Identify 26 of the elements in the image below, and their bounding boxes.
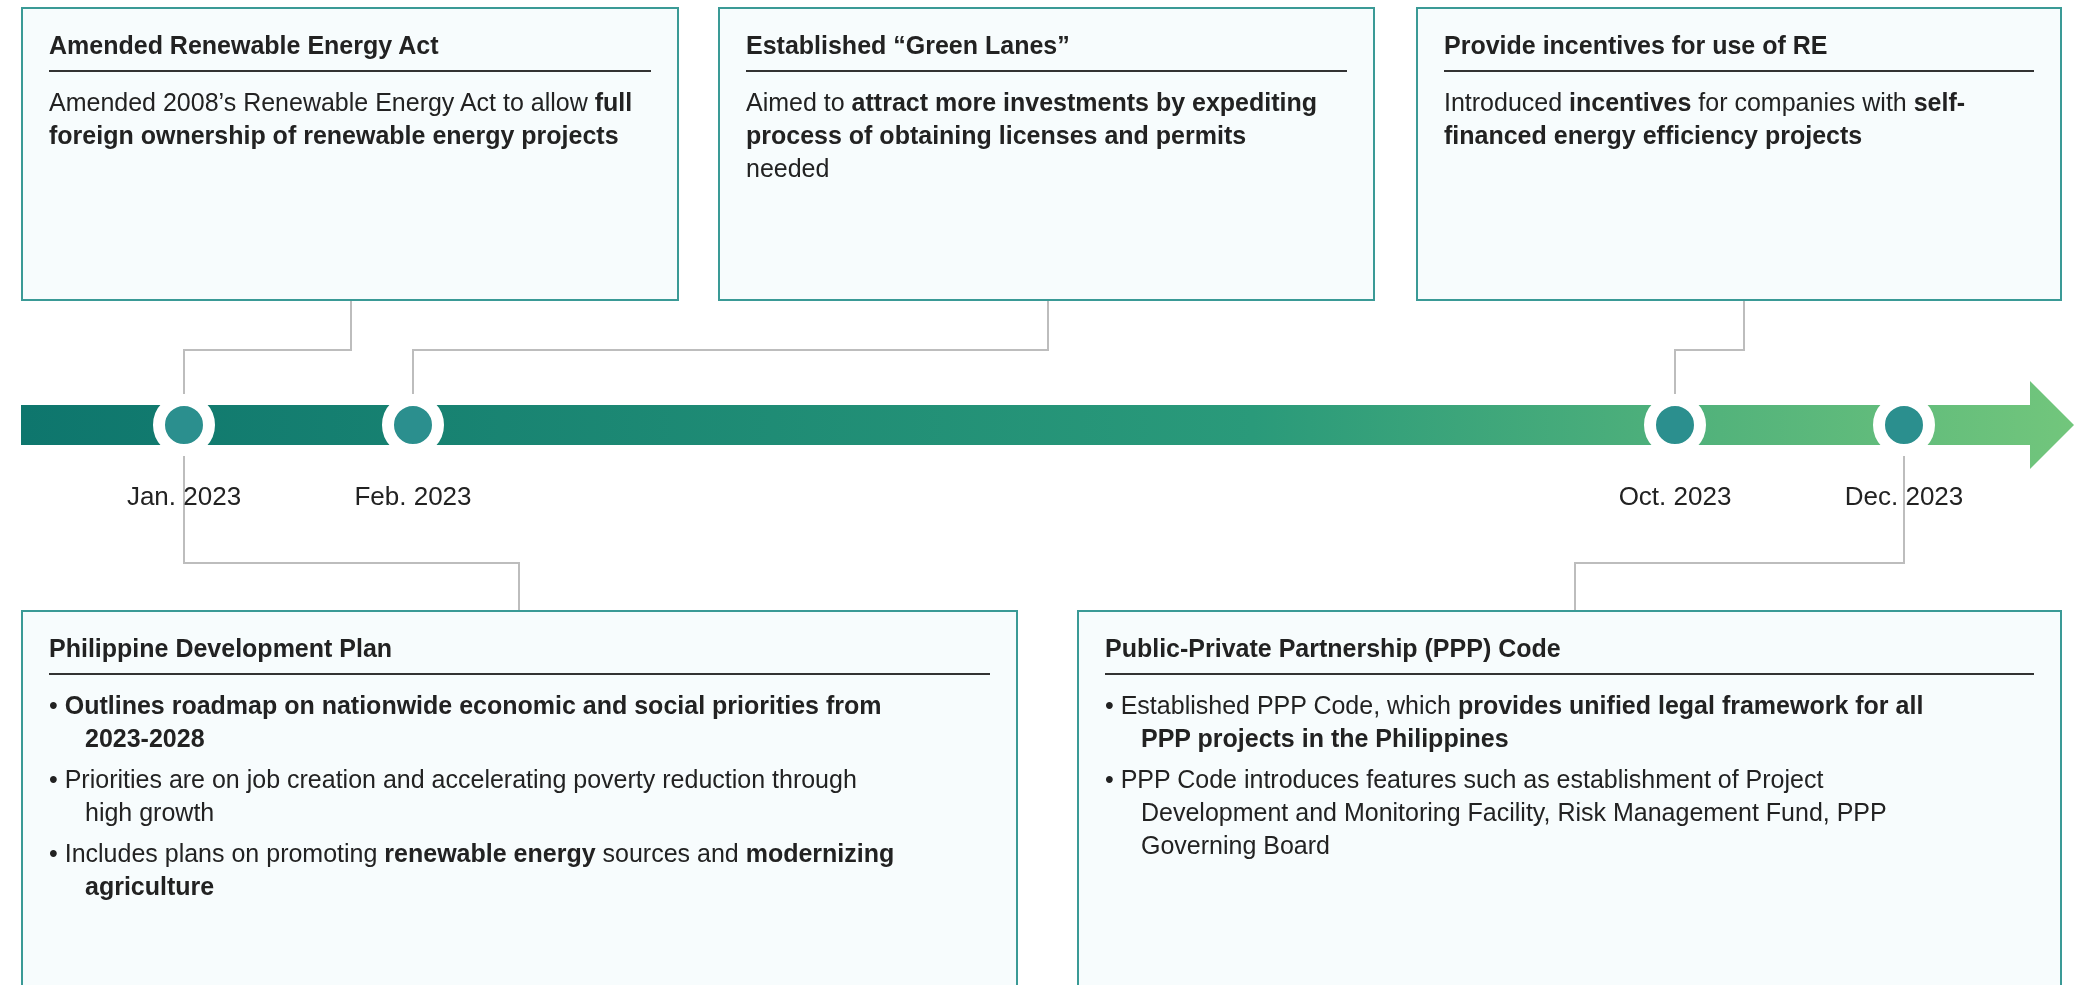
event-card [1077, 610, 2062, 985]
event-card [21, 7, 679, 301]
card-heading: Established “Green Lanes” [746, 31, 1347, 72]
bullet-item: • Established PPP Code, which provides unified legal framework for all PPP projects in the Philippines [1105, 690, 1925, 754]
leader-line [183, 300, 352, 395]
card-heading: Public-Private Partnership (PPP) Code [1105, 634, 2034, 675]
card-heading: Philippine Development Plan [49, 634, 990, 675]
event-card [1416, 7, 2062, 301]
leader-line [412, 300, 1049, 395]
date-label: Feb. 2023 [354, 481, 472, 512]
card-text: Introduced incentives for companies with self-financed energy efficiency projects [1444, 87, 1967, 151]
date-label: Jan. 2023 [126, 481, 242, 512]
event-card [718, 7, 1375, 301]
leader-line [1674, 300, 1745, 395]
bullet-item: • Includes plans on promoting renewable energy sources and modernizing agriculture [49, 838, 896, 902]
card-text: Amended 2008’s Renewable Energy Act to allow full foreign ownership of renewable energy projects [49, 87, 634, 151]
date-label: Dec. 2023 [1844, 481, 1964, 512]
leader-line [1574, 455, 1905, 611]
event-card [21, 610, 1018, 985]
leader-line [183, 455, 520, 611]
card-text: Aimed to attract more investments by expediting process of obtaining licenses and permits needed [746, 87, 1318, 184]
card-heading: Amended Renewable Energy Act [49, 31, 651, 72]
bullet-item: • Outlines roadmap on nationwide economic and social priorities from 2023-2028 [49, 690, 883, 754]
bullet-item: • PPP Code introduces features such as establishment of Project Development and Monitoring Facility, Risk Management Fund, PPP Governing Board [1105, 764, 1888, 861]
date-label: Oct. 2023 [1618, 481, 1732, 512]
card-heading: Provide incentives for use of RE [1444, 31, 2034, 72]
